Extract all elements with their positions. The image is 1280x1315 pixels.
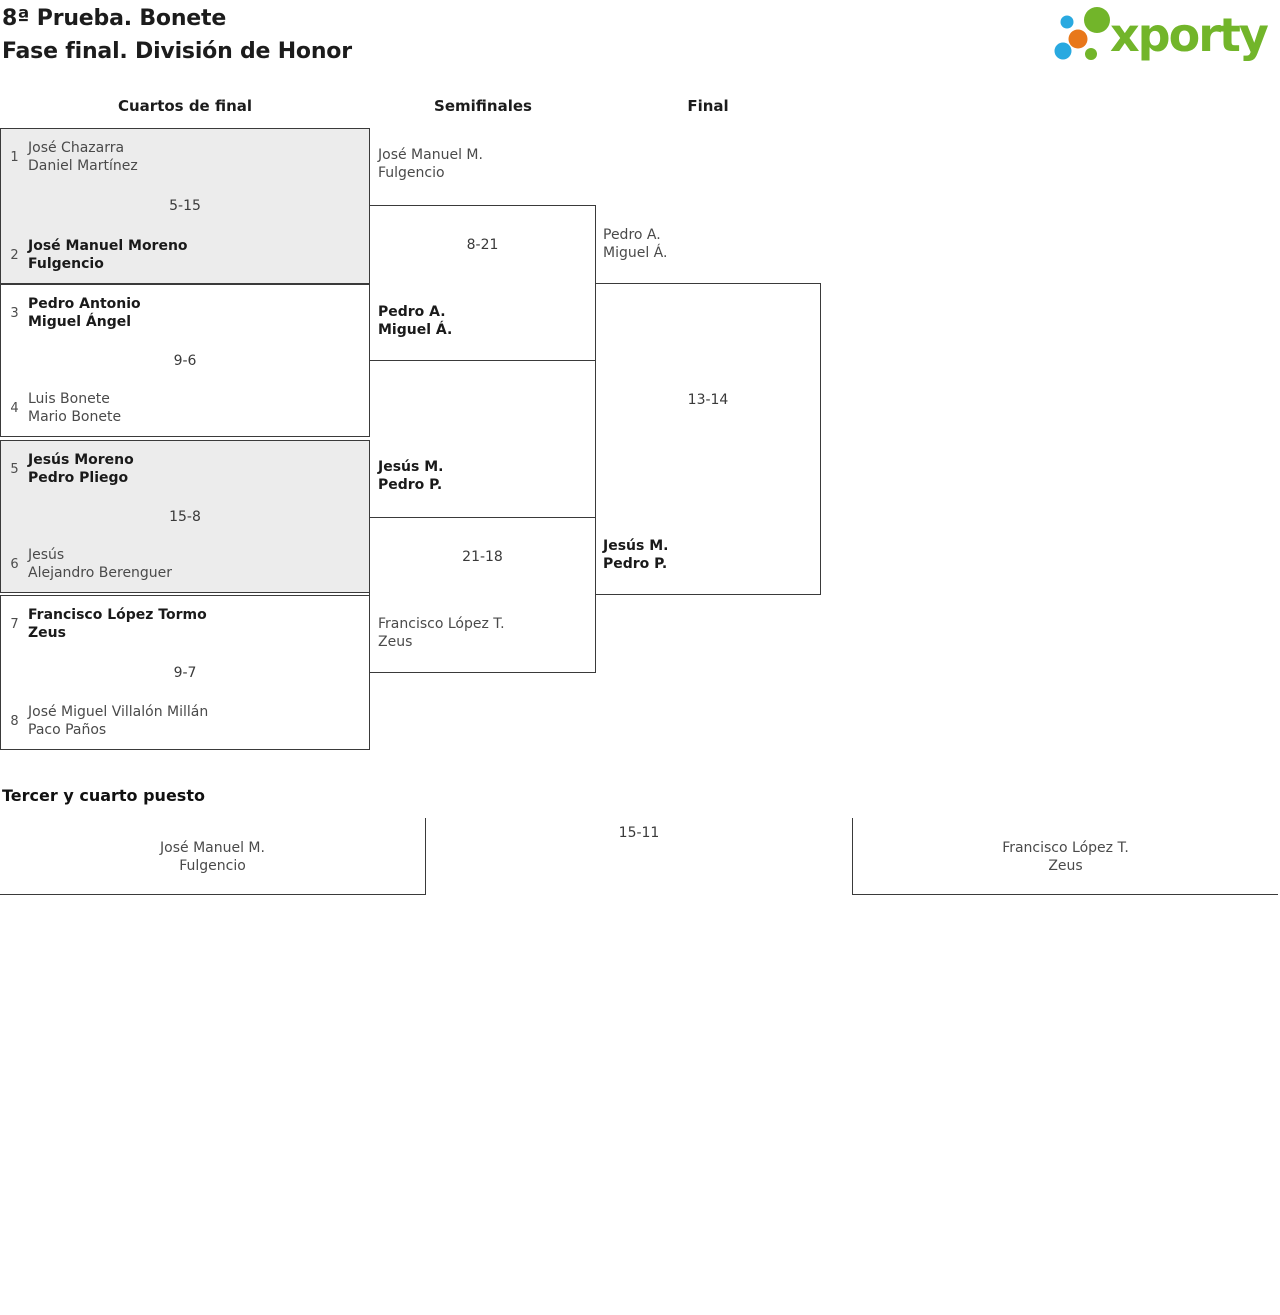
final-bottom-team-label: Jesús M. Pedro P. bbox=[603, 537, 668, 573]
match-score: 15-8 bbox=[169, 508, 201, 525]
team-names: Jesús Moreno Pedro Pliego bbox=[28, 451, 134, 487]
match-score: 13-14 bbox=[687, 392, 729, 408]
player-name: Jesús bbox=[28, 547, 65, 563]
player-name: José Chazarra bbox=[28, 140, 125, 156]
team-names: José Miguel Villalón Millán Paco Paños bbox=[28, 703, 208, 739]
player-name: José Miguel Villalón Millán bbox=[28, 704, 209, 720]
player-name: Jesús M. bbox=[378, 459, 444, 475]
player-name: Fulgencio bbox=[28, 256, 104, 272]
seed-number: 5 bbox=[10, 461, 19, 477]
player-name: Mario Bonete bbox=[28, 409, 122, 425]
team-names: Luis Bonete Mario Bonete bbox=[28, 390, 121, 426]
team-names: Jesús Alejandro Berenguer bbox=[28, 546, 172, 582]
match-quarterfinal-4: 7 Francisco López Tormo Zeus 9-7 8 José … bbox=[0, 595, 370, 750]
participant-pair: 6 Jesús Alejandro Berenguer bbox=[7, 546, 172, 582]
participant-pair: 1 José Chazarra Daniel Martínez bbox=[7, 139, 138, 175]
seed-number: 3 bbox=[10, 305, 19, 321]
seed-number: 6 bbox=[10, 556, 19, 572]
player-name: Francisco López T. bbox=[378, 616, 505, 632]
match-quarterfinal-1: 1 José Chazarra Daniel Martínez 5-15 2 J… bbox=[0, 128, 370, 284]
sf2-top-team-label: Jesús M. Pedro P. bbox=[378, 458, 443, 494]
team-names: José Manuel Moreno Fulgencio bbox=[28, 237, 188, 273]
sf2-bottom-team-label: Francisco López T. Zeus bbox=[378, 615, 505, 651]
player-name: Francisco López T. bbox=[1002, 840, 1129, 856]
participant-pair: 7 Francisco López Tormo Zeus bbox=[7, 606, 207, 642]
player-name: Miguel Ángel bbox=[28, 314, 132, 330]
third-place-score: 15-11 bbox=[618, 825, 660, 841]
column-header-semifinals: Semifinales bbox=[434, 97, 532, 115]
player-name: Pedro Pliego bbox=[28, 470, 129, 486]
player-name: Jesús Moreno bbox=[28, 452, 134, 468]
match-score: 21-18 bbox=[462, 549, 503, 565]
player-name: Pedro P. bbox=[378, 477, 443, 493]
match-final bbox=[595, 283, 821, 595]
player-name: Pedro P. bbox=[603, 556, 668, 572]
logo-dots-icon bbox=[1054, 7, 1110, 60]
sf1-bottom-team-label: Pedro A. Miguel Á. bbox=[378, 303, 452, 339]
player-name: Zeus bbox=[28, 625, 66, 641]
participant-pair: 8 José Miguel Villalón Millán Paco Paños bbox=[7, 703, 208, 739]
match-quarterfinal-2: 3 Pedro Antonio Miguel Ángel 9-6 4 Luis … bbox=[0, 284, 370, 437]
player-name: Jesús M. bbox=[603, 538, 669, 554]
player-name: José Manuel M. bbox=[160, 840, 265, 856]
seed-number: 2 bbox=[10, 247, 19, 263]
match-score: 5-15 bbox=[169, 198, 201, 214]
match-quarterfinal-3: 5 Jesús Moreno Pedro Pliego 15-8 6 Jesús… bbox=[0, 440, 370, 593]
column-header-final: Final bbox=[687, 97, 729, 115]
seed-number: 1 bbox=[10, 149, 19, 165]
logo-wordmark: xporty bbox=[1110, 8, 1269, 62]
seed-number: 8 bbox=[10, 713, 19, 729]
player-name: Alejandro Berenguer bbox=[28, 565, 173, 581]
match-semifinal-2 bbox=[369, 517, 596, 673]
third-place-right-team: Francisco López T. Zeus bbox=[853, 818, 1278, 875]
participant-pair: 2 José Manuel Moreno Fulgencio bbox=[7, 237, 188, 273]
player-name: Pedro Antonio bbox=[28, 296, 141, 312]
final-top-team-label: Pedro A. Miguel Á. bbox=[603, 226, 667, 262]
match-score: 9-6 bbox=[173, 352, 197, 369]
match-score: 8-21 bbox=[466, 237, 499, 253]
player-name: Zeus bbox=[378, 634, 413, 650]
third-place-bracket-right: Francisco López T. Zeus bbox=[852, 818, 1278, 895]
player-name: Zeus bbox=[1048, 858, 1083, 874]
seed-number: 7 bbox=[10, 616, 19, 632]
player-name: Paco Paños bbox=[28, 722, 107, 738]
player-name: Luis Bonete bbox=[28, 391, 110, 407]
player-name: Daniel Martínez bbox=[28, 158, 138, 174]
xporty-logo[interactable]: xporty bbox=[1048, 0, 1280, 66]
player-name: José Manuel M. bbox=[378, 147, 483, 163]
player-name: José Manuel Moreno bbox=[28, 238, 188, 254]
column-header-quarterfinals: Cuartos de final bbox=[117, 97, 253, 115]
participant-pair: 3 Pedro Antonio Miguel Ángel bbox=[7, 295, 141, 331]
third-place-title: Tercer y cuarto puesto bbox=[2, 786, 205, 805]
seed-number: 4 bbox=[10, 400, 19, 416]
match-score: 9-7 bbox=[173, 664, 197, 681]
player-name: Francisco López Tormo bbox=[28, 607, 207, 623]
team-names: José Chazarra Daniel Martínez bbox=[28, 139, 138, 175]
event-title-line1: 8ª Prueba. Bonete bbox=[2, 6, 227, 31]
player-name: Fulgencio bbox=[378, 165, 445, 181]
player-name: Fulgencio bbox=[179, 858, 246, 874]
third-place-left-team: José Manuel M. Fulgencio bbox=[0, 818, 425, 875]
player-name: Miguel Á. bbox=[603, 245, 668, 261]
player-name: Pedro A. bbox=[378, 304, 446, 320]
player-name: Miguel Á. bbox=[378, 322, 453, 338]
player-name: Pedro A. bbox=[603, 227, 661, 243]
third-place-bracket-left: José Manuel M. Fulgencio bbox=[0, 818, 426, 895]
team-names: Francisco López Tormo Zeus bbox=[28, 606, 207, 642]
event-title-line2: Fase final. División de Honor bbox=[2, 39, 352, 64]
participant-pair: 4 Luis Bonete Mario Bonete bbox=[7, 390, 121, 426]
team-names: Pedro Antonio Miguel Ángel bbox=[28, 295, 141, 331]
participant-pair: 5 Jesús Moreno Pedro Pliego bbox=[7, 451, 134, 487]
sf1-top-team-label: José Manuel M. Fulgencio bbox=[378, 146, 483, 182]
page-title: 8ª Prueba. Bonete Fase final. División d… bbox=[2, 2, 352, 68]
